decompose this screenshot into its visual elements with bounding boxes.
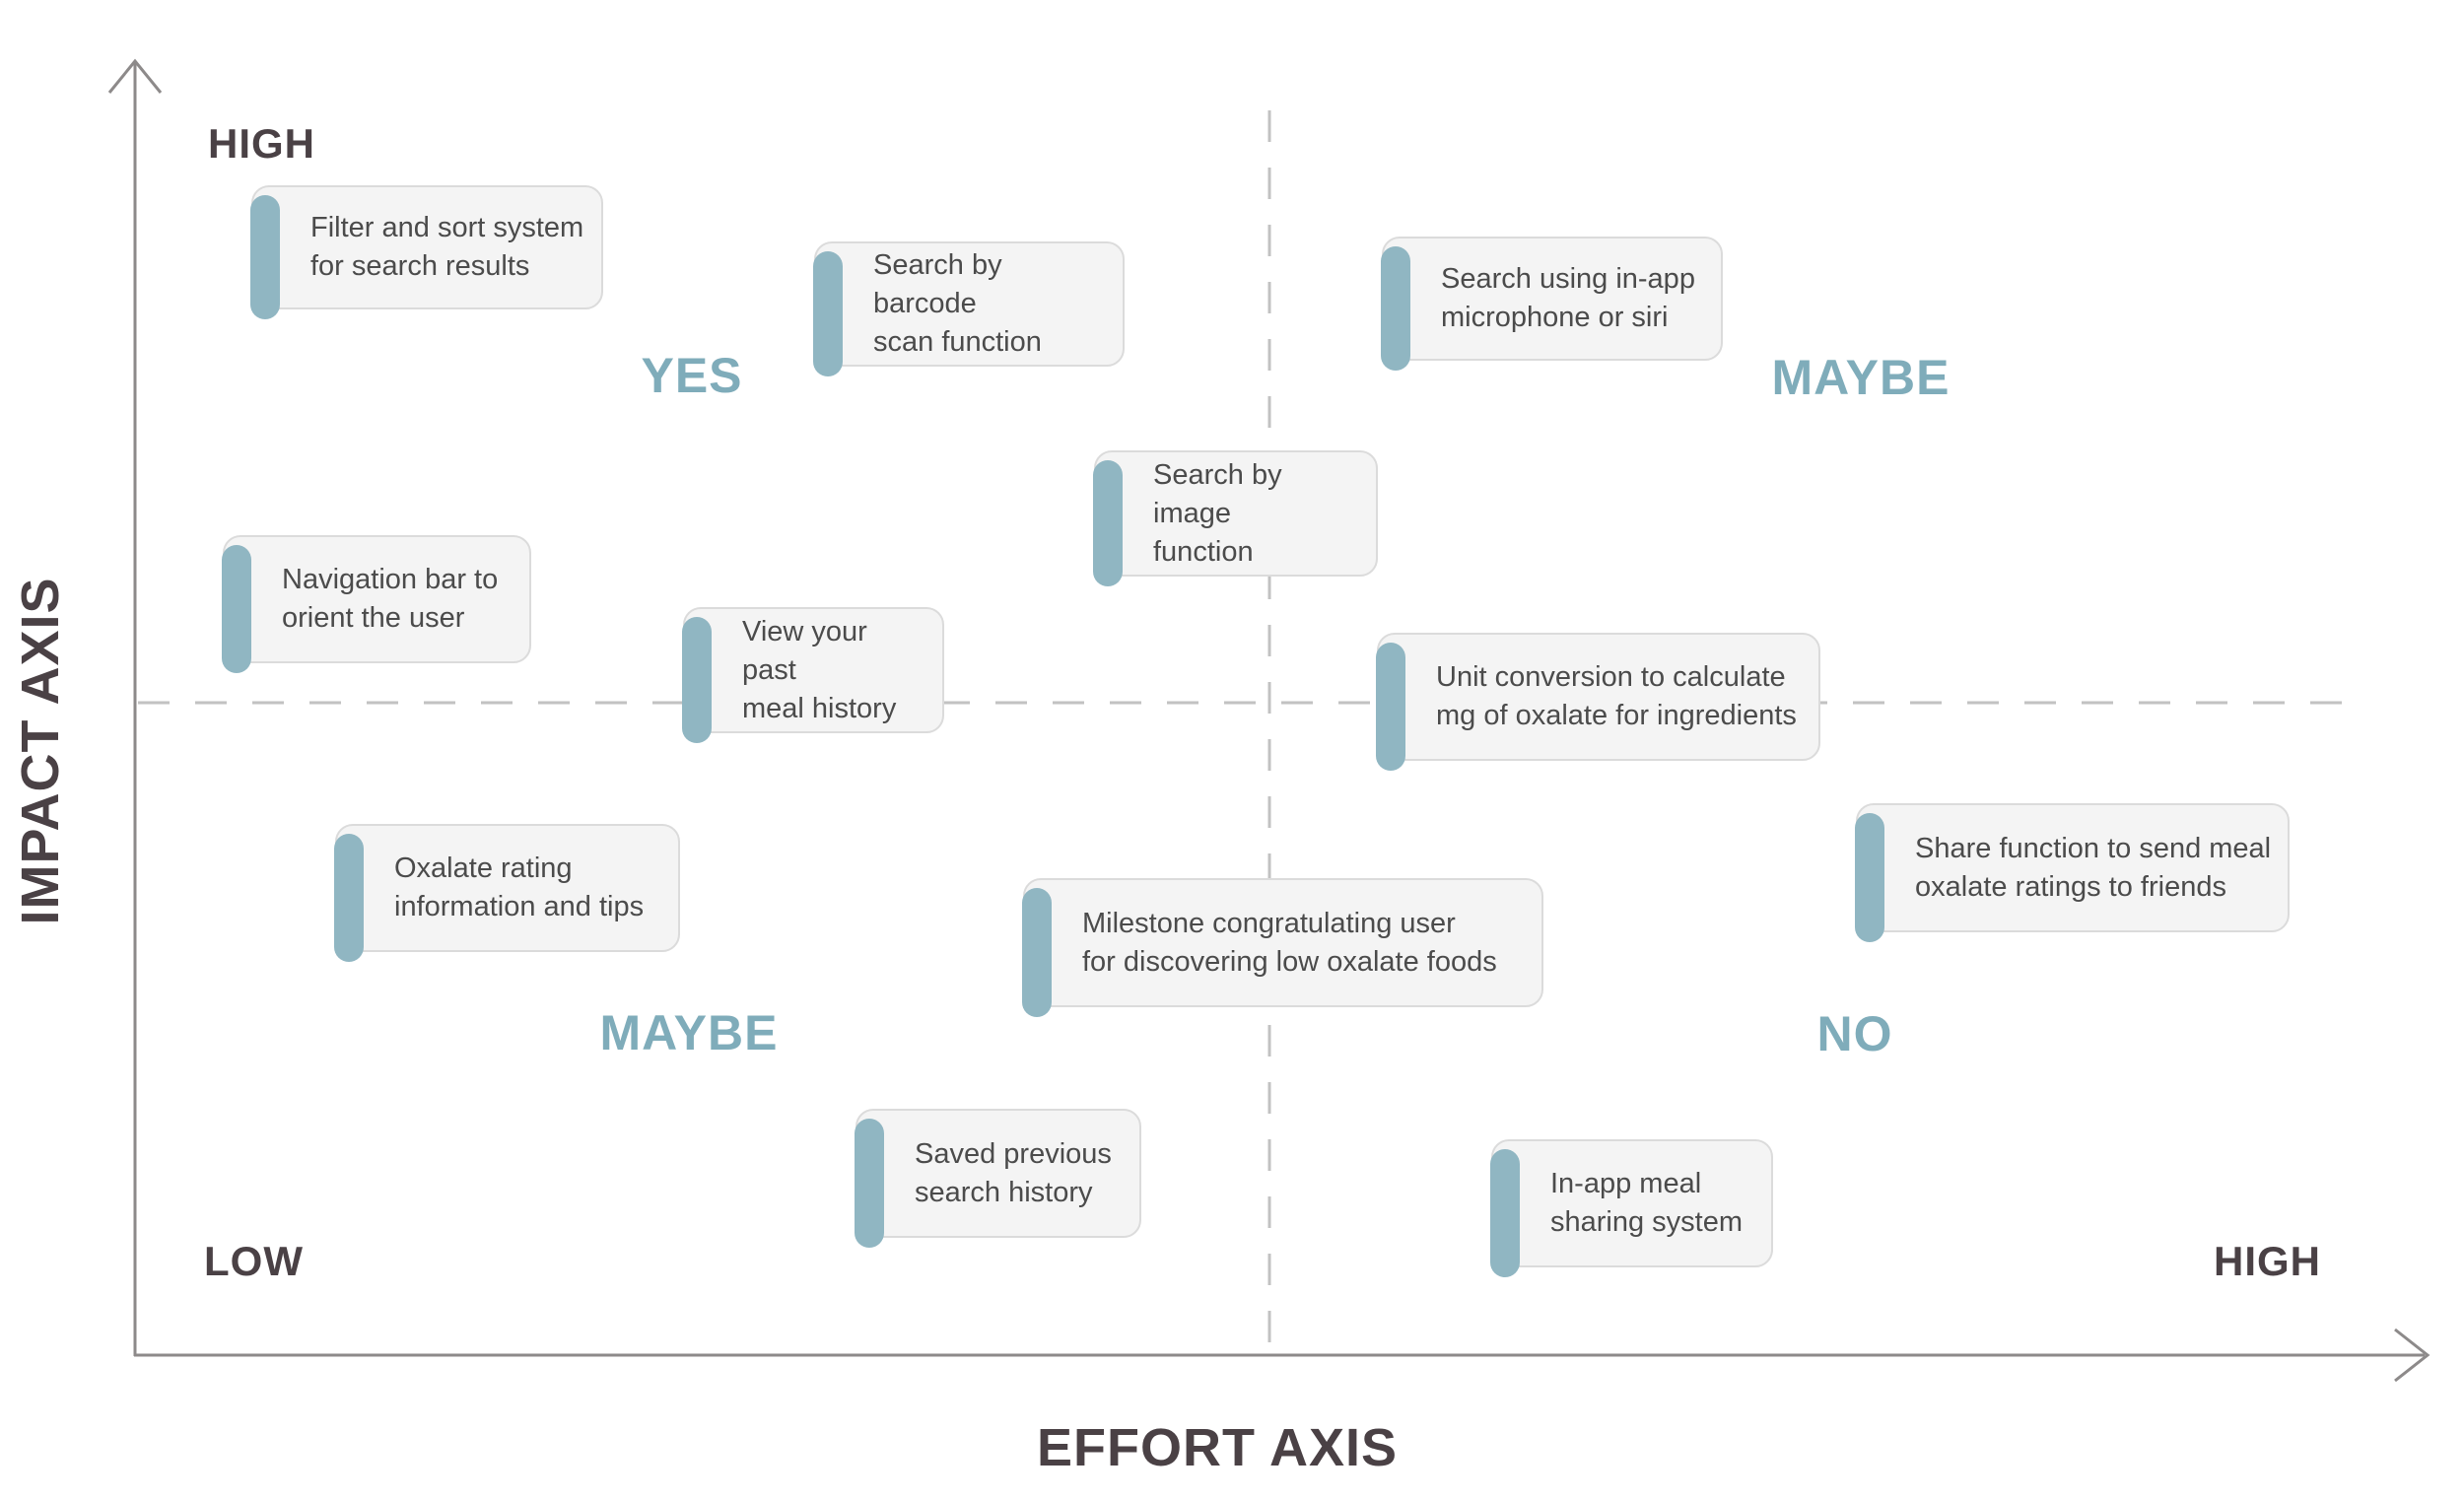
quadrant-label-top-left: YES [641,348,743,403]
effort-axis-arrow-icon [2394,1328,2430,1383]
card-accent-bar-icon [1490,1149,1520,1277]
card-text: Search by image function [1153,458,1282,568]
card-accent-bar-icon [813,251,843,376]
card-body: Search using in-app microphone or siri [1382,237,1723,361]
card-accent-bar-icon [1381,246,1410,371]
card-body: Unit conversion to calculate mg of oxala… [1377,633,1820,761]
origin-low-label: LOW [204,1238,304,1284]
feature-card-navigation-bar[interactable]: Navigation bar to orient the user [222,535,531,673]
card-accent-bar-icon [222,545,251,673]
card-text: Search using in-app microphone or siri [1441,263,1695,333]
impact-high-label: HIGH [208,120,315,167]
card-accent-bar-icon [1855,813,1884,942]
card-text: Unit conversion to calculate mg of oxala… [1436,661,1797,731]
card-body: Saved previous search history [856,1109,1141,1238]
card-body: Search by image function [1094,450,1378,577]
quadrant-label-bottom-left: MAYBE [599,1005,779,1060]
feature-card-meal-sharing[interactable]: In-app meal sharing system [1490,1139,1773,1277]
quadrant-label-bottom-right: NO [1816,1006,1893,1061]
card-text: Share function to send meal oxalate rati… [1915,832,2272,903]
card-text: In-app meal sharing system [1550,1168,1744,1238]
card-body: Oxalate rating information and tips [335,824,680,952]
feature-card-image-search[interactable]: Search by image function [1093,450,1378,586]
feature-card-barcode-search[interactable]: Search by barcode scan function [813,241,1125,376]
feature-card-oxalate-rating[interactable]: Oxalate rating information and tips [334,824,680,962]
card-accent-bar-icon [1376,643,1405,771]
impact-axis-arrow-icon [107,58,163,94]
card-body: Milestone congratulating user for discov… [1023,878,1543,1007]
feature-card-milestone[interactable]: Milestone congratulating user for discov… [1022,878,1543,1017]
feature-card-saved-history[interactable]: Saved previous search history [855,1109,1141,1248]
feature-card-share-function[interactable]: Share function to send meal oxalate rati… [1855,803,2290,942]
card-body: In-app meal sharing system [1491,1139,1773,1267]
feature-card-filter-sort[interactable]: Filter and sort system for search result… [250,185,603,319]
card-text: Navigation bar to orient the user [282,564,499,634]
card-text: Saved previous search history [915,1137,1112,1208]
card-text: View your past meal history [742,615,897,724]
card-accent-bar-icon [1093,460,1123,586]
card-body: Filter and sort system for search result… [251,185,603,309]
effort-axis-title: EFFORT AXIS [1036,1418,1398,1477]
card-body: View your past meal history [683,607,944,733]
card-accent-bar-icon [250,195,280,319]
card-text: Search by barcode scan function [873,249,1042,358]
effort-high-label: HIGH [2214,1238,2321,1284]
card-text: Milestone congratulating user for discov… [1082,907,1497,978]
card-accent-bar-icon [1022,888,1052,1017]
card-text: Filter and sort system for search result… [310,212,584,282]
feature-card-unit-conversion[interactable]: Unit conversion to calculate mg of oxala… [1376,633,1820,771]
quadrant-label-top-right: MAYBE [1771,350,1951,405]
card-accent-bar-icon [855,1119,884,1248]
feature-card-meal-history[interactable]: View your past meal history [682,607,944,743]
card-accent-bar-icon [334,834,364,962]
card-body: Search by barcode scan function [814,241,1125,367]
feature-card-voice-search[interactable]: Search using in-app microphone or siri [1381,237,1723,371]
card-body: Share function to send meal oxalate rati… [1856,803,2290,932]
card-body: Navigation bar to orient the user [223,535,531,663]
card-text: Oxalate rating information and tips [394,852,645,922]
card-accent-bar-icon [682,617,712,743]
